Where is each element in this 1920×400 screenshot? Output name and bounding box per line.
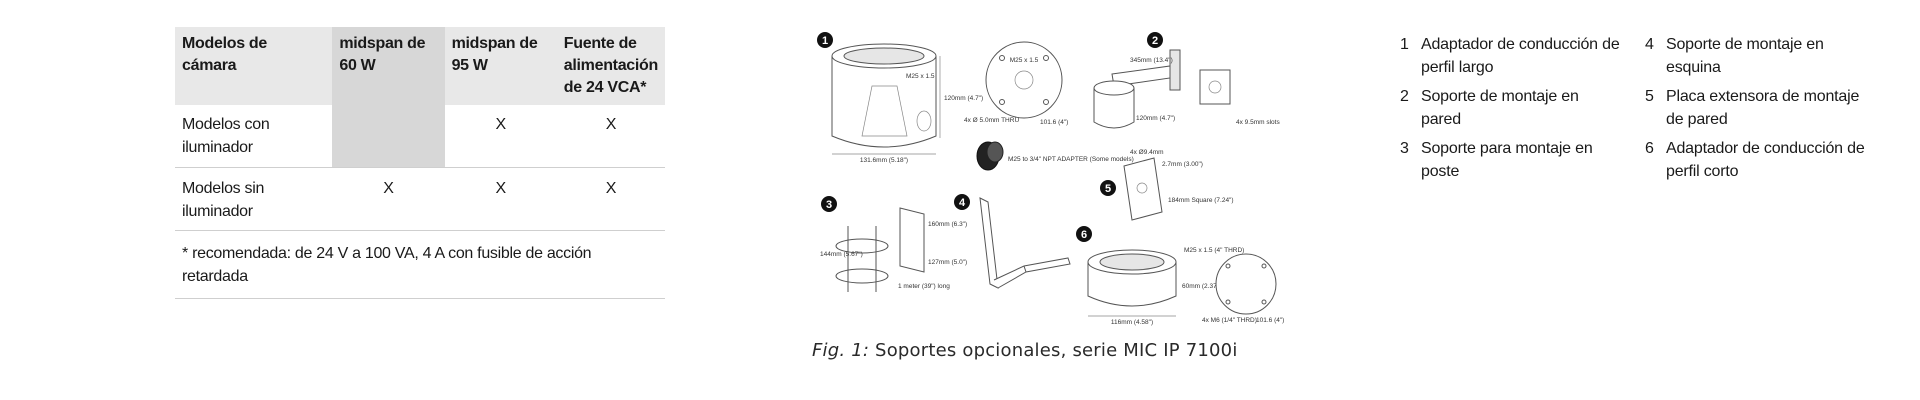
dim-5-width: 2.7mm (3.00") xyxy=(1162,161,1203,168)
figure-caption-text: Soportes opcionales, serie MIC IP 7100i xyxy=(869,340,1238,361)
table-footnote-row: * recomendada: de 24 V a 100 VA, 4 A con… xyxy=(175,229,665,299)
part-number: 6 xyxy=(1645,140,1654,157)
dim-5-holes: 4x Ø9.4mm xyxy=(1130,149,1164,156)
badge-5 xyxy=(1100,180,1116,196)
dim-m6: 4x M6 (1/4" THRD) xyxy=(1202,317,1257,324)
badge-3-label: 3 xyxy=(826,199,832,211)
table-header-row: Modelos de cámara midspan de 60 W midspa… xyxy=(175,27,665,105)
dim-holes: 4x Ø 5.0mm THRU xyxy=(964,117,1019,124)
header-24vac-supply: Fuente de alimentación de 24 VCA* xyxy=(556,27,665,105)
list-item: 2 Soporte de montaje en pared xyxy=(1400,85,1645,131)
item2-wall-mount: 2 345mm (13.4") 120mm (4.7") 4x 9.5mm sl… xyxy=(1093,32,1280,129)
part-number: 2 xyxy=(1400,88,1409,105)
header-camera-models: Modelos de cámara xyxy=(175,27,333,105)
part-label: Soporte para montaje en poste xyxy=(1421,140,1593,180)
table-row: Modelos con iluminador X X xyxy=(175,105,665,168)
dim-arm: 345mm (13.4") xyxy=(1130,57,1173,64)
dim-116mm: 116mm (4.58") xyxy=(1111,319,1153,326)
part-label: Adaptador de conducción de perfil corto xyxy=(1666,140,1865,180)
dim-5-square: 184mm Square (7.24") xyxy=(1168,197,1234,204)
badge-5-label: 5 xyxy=(1105,183,1111,195)
list-item: 5 Placa extensora de montaje de pared xyxy=(1645,85,1890,131)
item1-top-view: M25 x 1.5 4x Ø 5.0mm THRU 101.6 (4") M25… xyxy=(964,41,1134,171)
badge-2-label: 2 xyxy=(1152,35,1158,47)
item6-short-conduit-adapter: 6 116mm (4.58") M25 x 1.5 (4" THRD) 60mm… xyxy=(1076,226,1284,326)
badge-4-label: 4 xyxy=(959,197,966,209)
table-row: Modelos sin iluminador X X X xyxy=(175,167,665,231)
list-item: 4 Soporte de montaje en esquina xyxy=(1645,33,1890,79)
badge-1-label: 1 xyxy=(822,35,828,47)
dim-m25-b: M25 x 1.5 xyxy=(1010,57,1039,64)
dim-1-meter: 1 meter (39") long xyxy=(898,283,950,290)
dim-m25-a: M25 x 1.5 xyxy=(906,73,935,80)
part-number: 4 xyxy=(1645,36,1654,53)
list-item: 3 Soporte para montaje en poste xyxy=(1400,137,1645,183)
npt-adapter-label: M25 to 3/4" NPT ADAPTER (Some models) xyxy=(1008,156,1134,163)
dim-160mm: 160mm (6.3") xyxy=(928,221,967,228)
dim-slots: 4x 9.5mm slots xyxy=(1236,119,1280,126)
part-label: Soporte de montaje en esquina xyxy=(1666,36,1824,76)
figure-caption-prefix: Fig. 1: xyxy=(812,340,870,361)
header-midspan-95w: midspan de 95 W xyxy=(444,27,557,105)
part-number: 1 xyxy=(1400,36,1409,53)
badge-4 xyxy=(954,194,970,210)
part-label: Placa extensora de montaje de pared xyxy=(1666,88,1860,128)
dim-101mm: 101.6 (4") xyxy=(1040,119,1068,126)
part-label: Adaptador de conducción de perfil largo xyxy=(1421,36,1620,76)
part-label: Soporte de montaje en pared xyxy=(1421,88,1579,128)
optional-mounts-figure: 1 131.6mm (5.18") M25 x 1.5 120mm (4.7")… xyxy=(817,32,1284,326)
cell-24vac: X xyxy=(556,105,665,168)
cell-model: Modelos con iluminador xyxy=(175,105,333,168)
badge-3 xyxy=(821,196,837,212)
badge-2 xyxy=(1147,32,1163,48)
dim-60mm: 60mm (2.37") xyxy=(1182,283,1221,290)
cell-model: Modelos sin iluminador xyxy=(175,167,333,231)
item1-long-conduit-adapter: 1 131.6mm (5.18") M25 x 1.5 120mm (4.7") xyxy=(817,32,983,164)
dim-m25-c: M25 x 1.5 (4" THRD) xyxy=(1184,247,1244,254)
power-requirements-table: Modelos de cámara midspan de 60 W midspa… xyxy=(175,27,665,299)
dim-127mm: 127mm (5.0") xyxy=(928,259,967,266)
table-footnote: * recomendada: de 24 V a 100 VA, 4 A con… xyxy=(175,229,665,299)
list-item: 6 Adaptador de conducción de perfil cort… xyxy=(1645,137,1890,183)
badge-6-label: 6 xyxy=(1081,229,1087,241)
cell-24vac: X xyxy=(556,167,665,231)
badge-1 xyxy=(817,32,833,48)
cell-60w xyxy=(332,105,445,168)
part-number: 5 xyxy=(1645,88,1654,105)
item4-corner-mount: 4 xyxy=(954,194,1071,289)
cell-60w: X xyxy=(332,167,445,231)
cell-95w: X xyxy=(444,167,557,231)
parts-list: 1 Adaptador de conducción de perfil larg… xyxy=(1400,33,1890,183)
list-item: 1 Adaptador de conducción de perfil larg… xyxy=(1400,33,1645,79)
part-number: 3 xyxy=(1400,140,1409,157)
item5-wall-extension-plate: 5 4x Ø9.4mm 2.7mm (3.00") 184mm Square (… xyxy=(1100,149,1234,221)
badge-6 xyxy=(1076,226,1092,242)
dim-144mm: 144mm (5.67") xyxy=(820,251,863,258)
item3-pole-mount: 3 144mm (5.67") 160mm (6.3") 127mm (5.0"… xyxy=(820,196,967,292)
header-midspan-60w: midspan de 60 W xyxy=(332,27,445,105)
cell-95w: X xyxy=(444,105,557,168)
dim-120mm: 120mm (4.7") xyxy=(944,95,983,102)
figure-caption: Fig. 1: Soportes opcionales, serie MIC I… xyxy=(812,340,1238,361)
dim-arm-h: 120mm (4.7") xyxy=(1136,115,1175,122)
dim-101mm-b: 101.6 (4") xyxy=(1256,317,1284,324)
dim-131mm: 131.6mm (5.18") xyxy=(860,157,908,164)
